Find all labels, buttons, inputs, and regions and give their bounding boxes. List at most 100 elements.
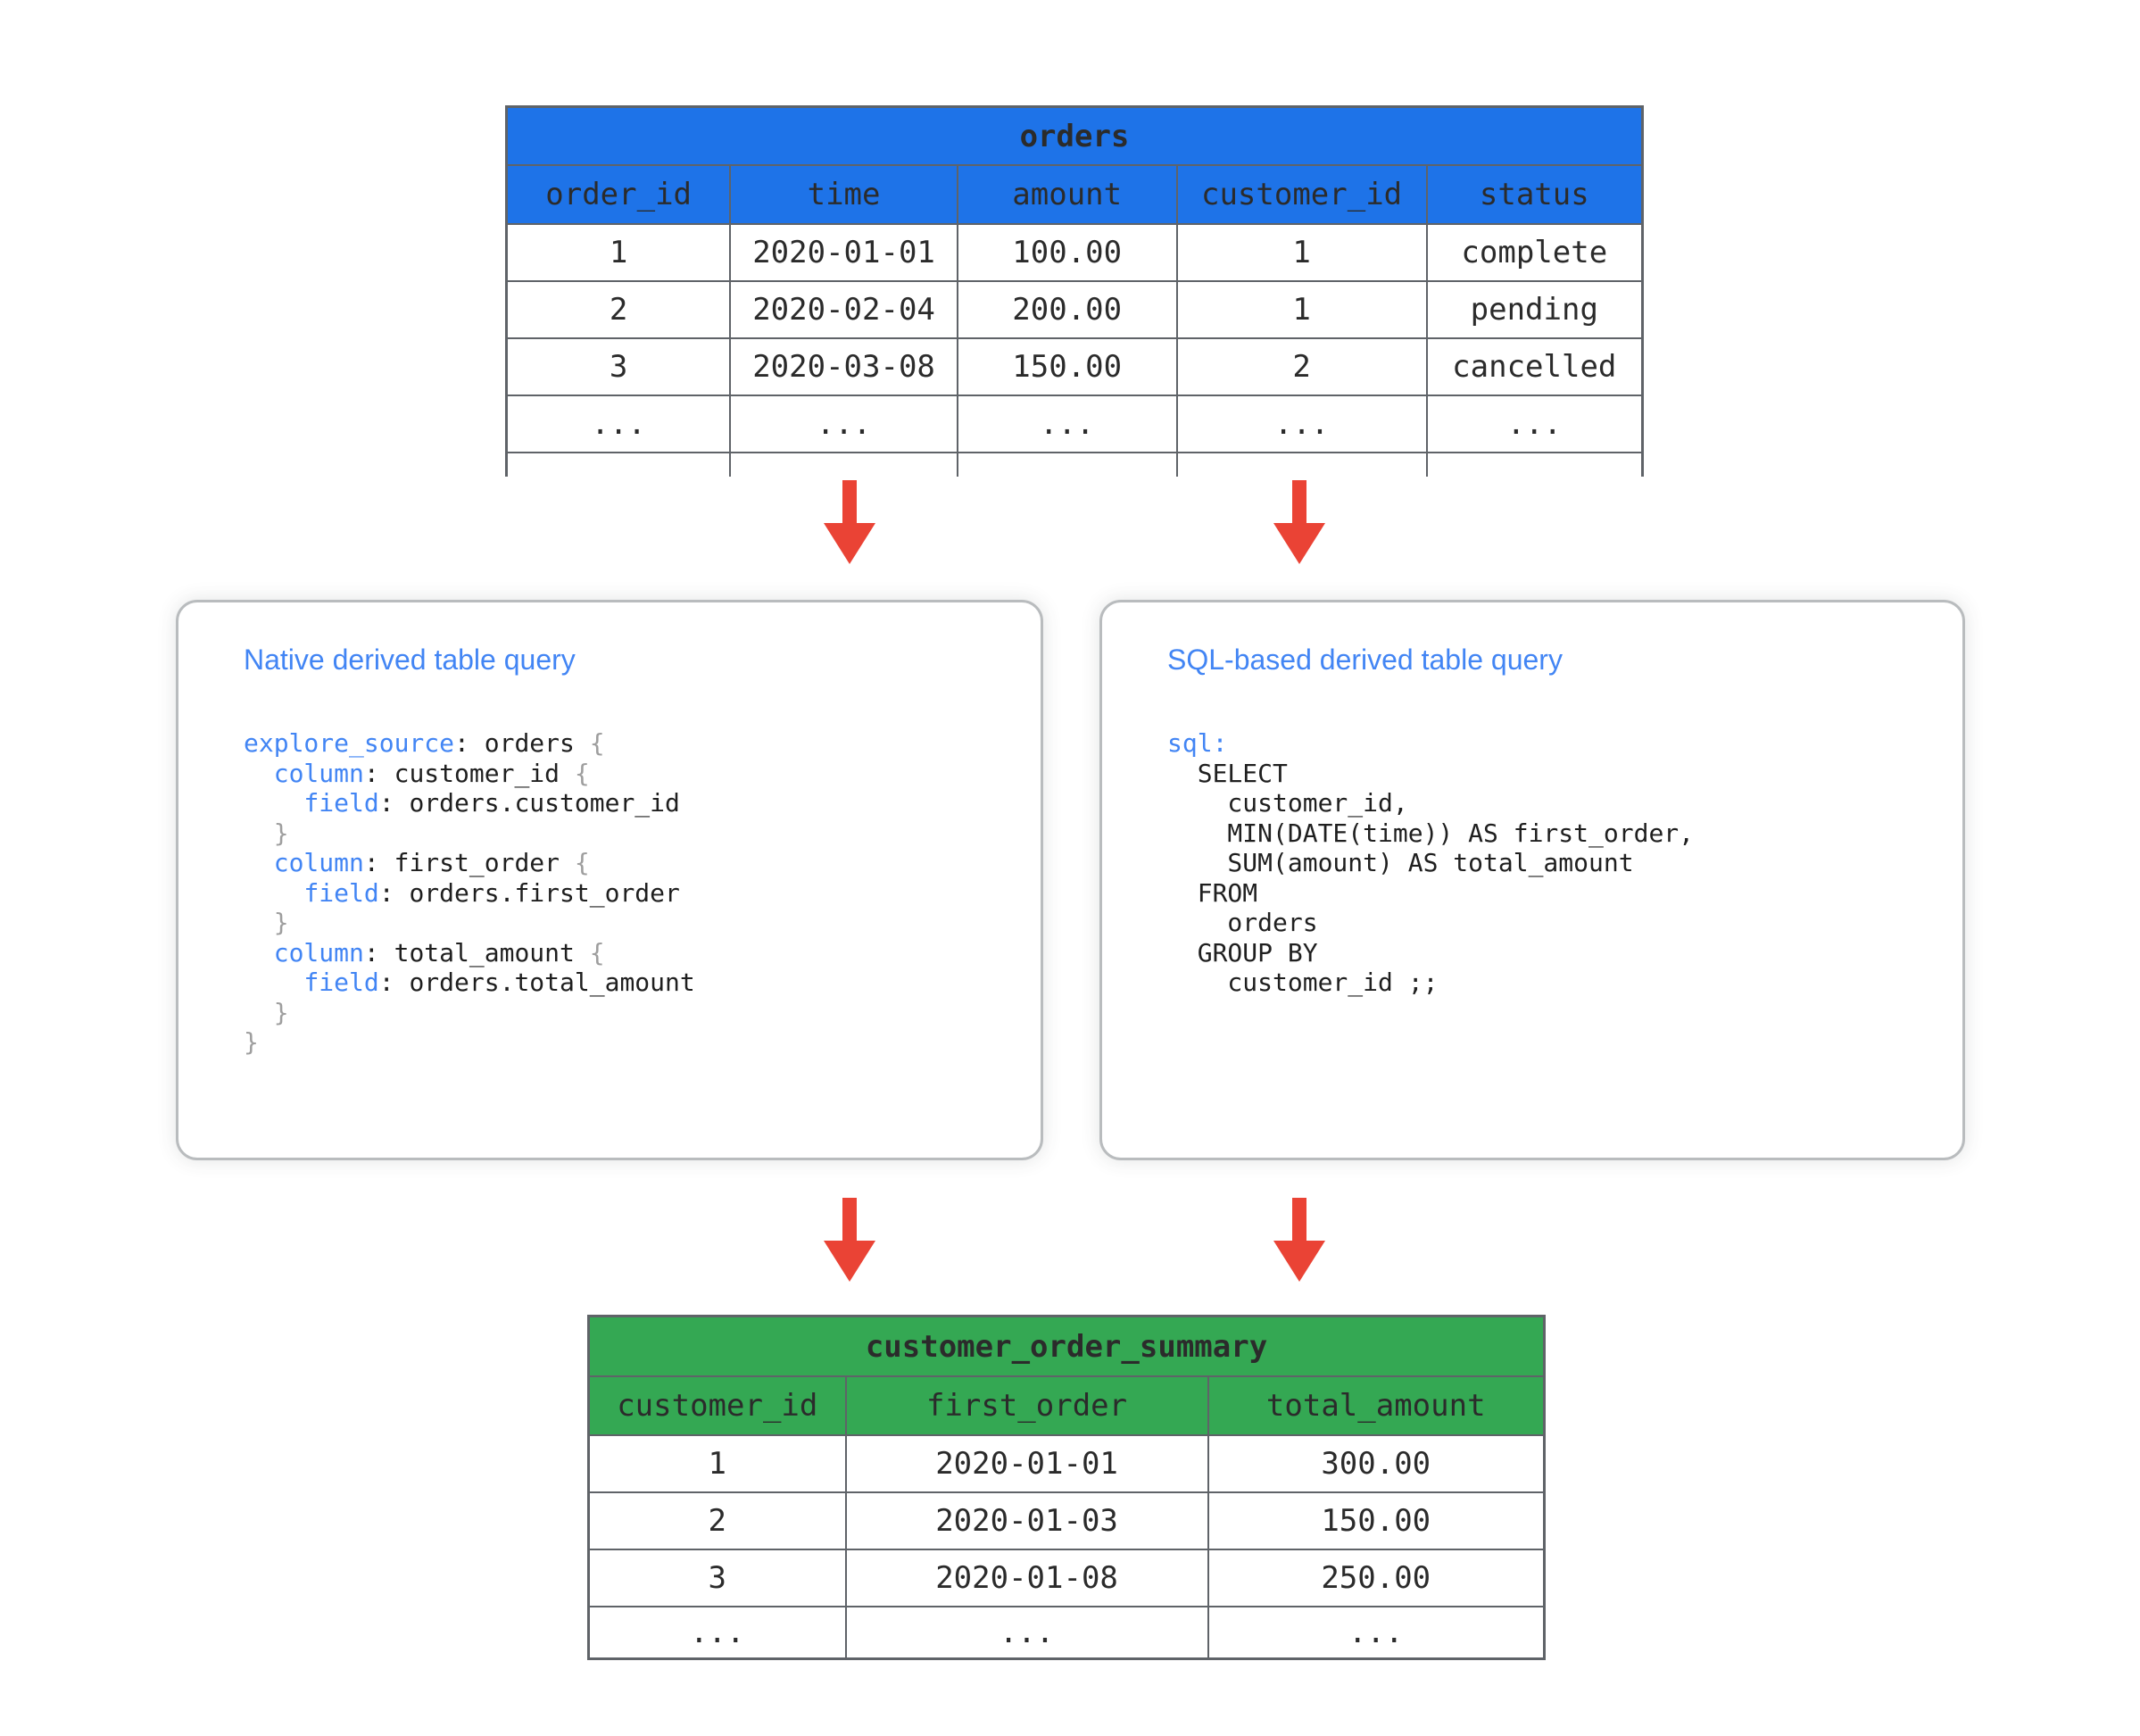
table-cell: 2020-02-04 [729,280,958,339]
code-line: GROUP BY [1167,937,1318,968]
arrow-stem [842,480,857,523]
table-cell: ... [505,395,732,453]
table-cell: ... [587,1606,847,1660]
down-arrow-icon [824,1198,875,1282]
arrow-head [824,1241,875,1282]
code-line: field: orders.total_amount [303,968,695,997]
table-row: ......... [587,1606,1546,1660]
code-line: column: total_amount { [273,937,605,968]
table-cell [1175,452,1428,477]
table-cell: 150.00 [956,337,1178,396]
box-title: Native derived table query [244,644,576,676]
table-title-row: orders [505,105,1644,166]
column-header: first_order [844,1375,1209,1436]
arrow-stem [1292,1198,1306,1241]
table-cell: ... [729,395,958,453]
lookml-code-block: explore_source: orders { column: custome… [244,728,1041,1058]
native-derived-table-box: Native derived table query explore_sourc… [176,600,1043,1160]
table-cell: cancelled [1425,337,1644,396]
table-cell [729,452,958,477]
code-line: } [244,818,289,848]
table-cell: ... [1175,395,1428,453]
table-cell: 2020-01-01 [844,1434,1209,1493]
down-arrow-icon [824,480,875,564]
table-row: ............... [505,395,1644,453]
table-cell: ... [844,1606,1209,1660]
column-header: order_id [505,164,732,225]
arrow-stem [842,1198,857,1241]
down-arrow-icon [1273,480,1325,564]
table-cell [1425,452,1644,477]
arrow-head [824,523,875,564]
sql-derived-table-box: SQL-based derived table query sql: SELEC… [1099,600,1965,1160]
code-line: column: first_order { [273,848,590,877]
table-cell: 2020-01-03 [844,1491,1209,1550]
sql-code-block: sql: SELECT customer_id, MIN(DATE(time))… [1167,728,1962,998]
code-line: FROM [1167,877,1258,908]
table-cell: 1 [1175,280,1428,339]
table-cell: 2 [587,1491,847,1550]
table-cell: 2020-01-08 [844,1549,1209,1607]
table-cell: 2 [1175,337,1428,396]
code-line: } [244,997,289,1027]
table-cell: 250.00 [1207,1549,1546,1607]
code-line: field: orders.customer_id [303,788,680,818]
code-line: field: orders.first_order [303,877,680,908]
table-cell: ... [1425,395,1644,453]
table-cell: pending [1425,280,1644,339]
table-cell: 300.00 [1207,1434,1546,1493]
table-cell: complete [1425,223,1644,282]
column-header: customer_id [587,1375,847,1436]
table-title: orders [505,105,1644,166]
column-header: time [729,164,958,225]
table-cell: ... [1207,1606,1546,1660]
table-cell: 1 [587,1434,847,1493]
box-title: SQL-based derived table query [1167,644,1563,676]
column-header: customer_id [1175,164,1428,225]
arrow-head [1273,1241,1325,1282]
arrow-head [1273,523,1325,564]
code-line: explore_source: orders { [244,728,605,758]
table-cell: 2020-01-01 [729,223,958,282]
code-line: orders [1167,908,1318,937]
table-cell: 2020-03-08 [729,337,958,396]
down-arrow-icon [1273,1198,1325,1282]
code-line: customer_id ;; [1167,968,1439,997]
table-title: customer_order_summary [587,1315,1546,1377]
table-cell: 100.00 [956,223,1178,282]
table-cell: 2 [505,280,732,339]
code-line: } [244,1027,259,1057]
table-cell: 1 [1175,223,1428,282]
table-cell: 1 [505,223,732,282]
code-line: SUM(amount) AS total_amount [1167,848,1634,877]
column-header: total_amount [1207,1375,1546,1436]
table-title-row: customer_order_summary [587,1315,1546,1377]
table-cell: 200.00 [956,280,1178,339]
table-cell: 150.00 [1207,1491,1546,1550]
code-line: sql: [1167,728,1228,758]
code-line: MIN(DATE(time)) AS first_order, [1167,818,1695,848]
code-line: SELECT [1167,758,1288,788]
table-cell: 3 [587,1549,847,1607]
arrow-stem [1292,480,1306,523]
column-header: amount [956,164,1178,225]
table-cell [956,452,1178,477]
table-row-partial [505,452,1644,477]
table-cell: 3 [505,337,732,396]
code-line: column: customer_id { [273,758,590,788]
code-line: } [244,908,289,937]
column-header: status [1425,164,1644,225]
table-cell [505,452,732,477]
